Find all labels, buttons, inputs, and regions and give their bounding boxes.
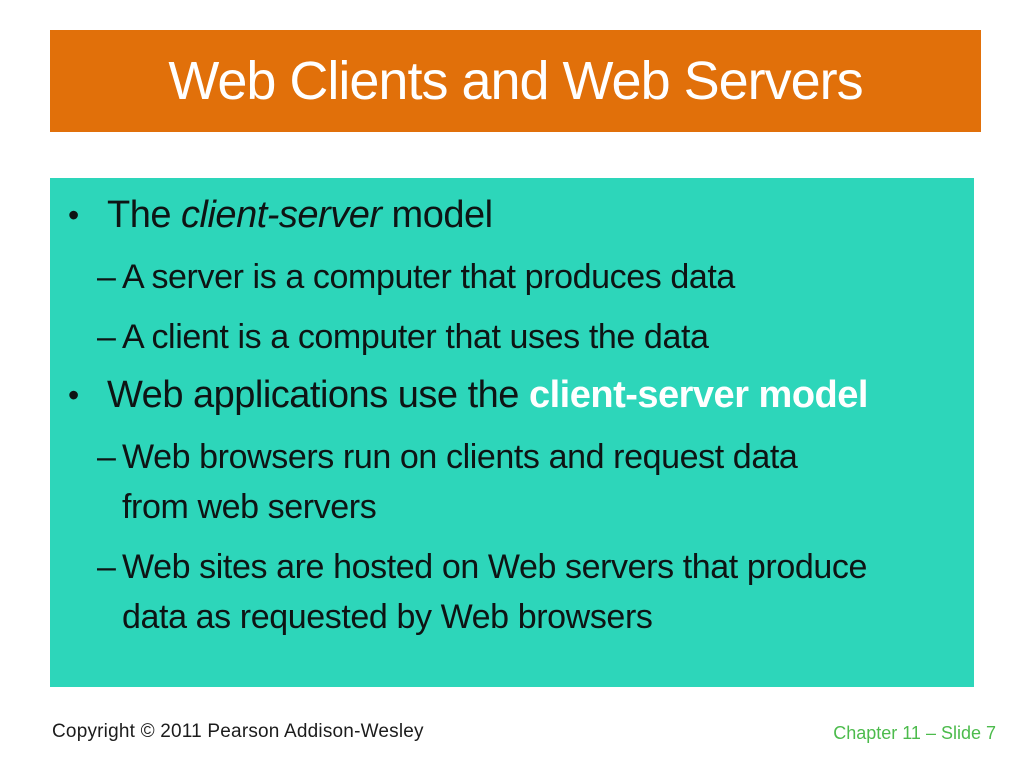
bullet-item-2: • Web applications use the client-server… xyxy=(68,372,974,418)
bullet-marker: • xyxy=(68,377,79,413)
title-banner: Web Clients and Web Servers xyxy=(50,30,981,132)
dash-marker: – xyxy=(97,548,116,586)
bullet-marker: • xyxy=(68,197,79,233)
sub-bullet-2b-text: Web sites are hosted on Web servers that… xyxy=(122,542,867,642)
bullet-item-1: • The client-server model xyxy=(68,192,974,238)
footer-chapter-slide-number: Chapter 11 – Slide 7 xyxy=(833,723,996,743)
sub-bullet-item-2b: – Web sites are hosted on Web servers th… xyxy=(97,542,974,642)
dash-marker: – xyxy=(97,258,116,296)
sub-bullet-2a-line2: from web servers xyxy=(122,488,377,526)
sub-bullet-item-1a: – A server is a computer that produces d… xyxy=(97,252,974,302)
sub-bullet-item-1b: – A client is a computer that uses the d… xyxy=(97,312,974,362)
sub-bullet-2b-line2: data as requested by Web browsers xyxy=(122,598,653,636)
bullet1-post: model xyxy=(381,194,494,236)
sub-bullet-item-2a: – Web browsers run on clients and reques… xyxy=(97,432,974,532)
sub-bullet-2b-line1: Web sites are hosted on Web servers that… xyxy=(122,548,867,586)
bullet2-highlight: client-server model xyxy=(528,374,868,416)
sub-bullet-1b-text: A client is a computer that uses the dat… xyxy=(122,318,709,356)
bullet-item-1-text: The client-server model xyxy=(107,192,493,238)
content-panel: • The client-server model – A server is … xyxy=(50,178,974,687)
slide-title: Web Clients and Web Servers xyxy=(168,51,863,111)
bullet-item-2-text: Web applications use the client-server m… xyxy=(107,372,868,418)
dash-marker: – xyxy=(97,438,116,476)
bullet1-emphasis: client-server xyxy=(181,194,382,236)
bullet2-pre: Web applications use the xyxy=(107,374,529,416)
dash-marker: – xyxy=(97,318,116,356)
footer-copyright: Copyright © 2011 Pearson Addison-Wesley xyxy=(52,721,424,742)
sub-bullet-2a-line1: Web browsers run on clients and request … xyxy=(122,438,798,476)
sub-bullet-1a-text: A server is a computer that produces dat… xyxy=(122,258,735,296)
bullet1-pre: The xyxy=(107,194,182,236)
sub-bullet-2a-text: Web browsers run on clients and request … xyxy=(122,432,798,532)
